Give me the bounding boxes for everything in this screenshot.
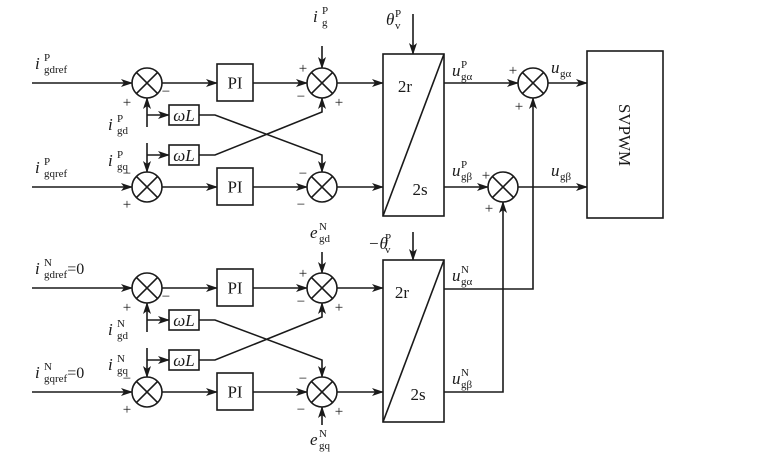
transform-diagonal [382,53,445,217]
omega-l-q-p [168,144,200,166]
minus-sign: − [297,197,305,213]
pi-controller-d-p [216,63,254,102]
cross-coupling-line [199,319,326,378]
minus-sign: − [162,84,170,100]
minus-sign: − [297,89,305,105]
blocks [131,50,664,423]
plus-sign: + [509,63,517,79]
pi-controller-q-n [216,372,254,411]
omega-l-d-p-label: ωL [173,106,194,125]
sum-out-d-p-cross [310,71,334,95]
plus-sign: + [485,201,493,217]
plus-sign: + [335,404,343,420]
omega-l-q-p-label: ωL [173,146,194,165]
minus-sign: − [297,402,305,418]
plus-sign: + [299,61,307,77]
omega-l-d-n [168,309,200,331]
minus-sign: − [123,371,131,387]
transform-r2-label: 2r [395,283,410,302]
sum-out-q-n-cross [310,380,334,404]
transform-s2-label: 2s [410,385,425,404]
sum-out-q-p-cross [310,175,334,199]
plus-sign: + [335,300,343,316]
sum-beta-cross [491,175,515,199]
transform-r2-label: 2r [398,77,413,96]
sum-q-n-cross [135,380,159,404]
svpwm-block [586,50,664,219]
omega-l-q-n-label: ωL [173,351,194,370]
cross-coupling-line [199,114,326,173]
pi-controller-d-p-label: PI [227,74,242,93]
minus-sign: − [299,371,307,387]
minus-sign: − [162,289,170,305]
minus-sign: − [299,166,307,182]
sum-d-n-cross [135,276,159,300]
transform-s2-label: 2s [412,180,427,199]
sum-d-p-cross [135,71,159,95]
pi-controller-q-p-label: PI [227,178,242,197]
minus-sign: − [297,294,305,310]
signal-wires [32,14,588,425]
plus-sign: + [123,95,131,111]
label-u-gb: ugβ [551,161,572,183]
plus-sign: + [299,266,307,282]
signal-line [444,201,507,393]
plus-sign: + [123,197,131,213]
pi-controller-d-n-label: PI [227,279,242,298]
plus-sign: + [123,300,131,316]
omega-l-d-n-label: ωL [173,311,194,330]
sum-alpha-cross [521,71,545,95]
transform-diagonal [382,259,445,423]
minus-sign: − [123,166,131,182]
cross-coupling-line [199,302,326,361]
sum-out-d-n-cross [310,276,334,300]
plus-sign: + [335,95,343,111]
label-u-ga: ugα [551,58,572,80]
plus-sign: + [482,168,490,184]
omega-l-q-n [168,349,200,371]
pi-controller-q-n-label: PI [227,383,242,402]
plus-sign: + [123,402,131,418]
omega-l-d-p [168,104,200,126]
plus-sign: + [515,99,523,115]
pi-controller-q-p [216,167,254,206]
svpwm-label: SVPWM [615,104,634,166]
signal-line [444,97,537,290]
sum-q-p-cross [135,175,159,199]
pi-controller-d-n [216,268,254,307]
cross-coupling-line [199,97,326,156]
